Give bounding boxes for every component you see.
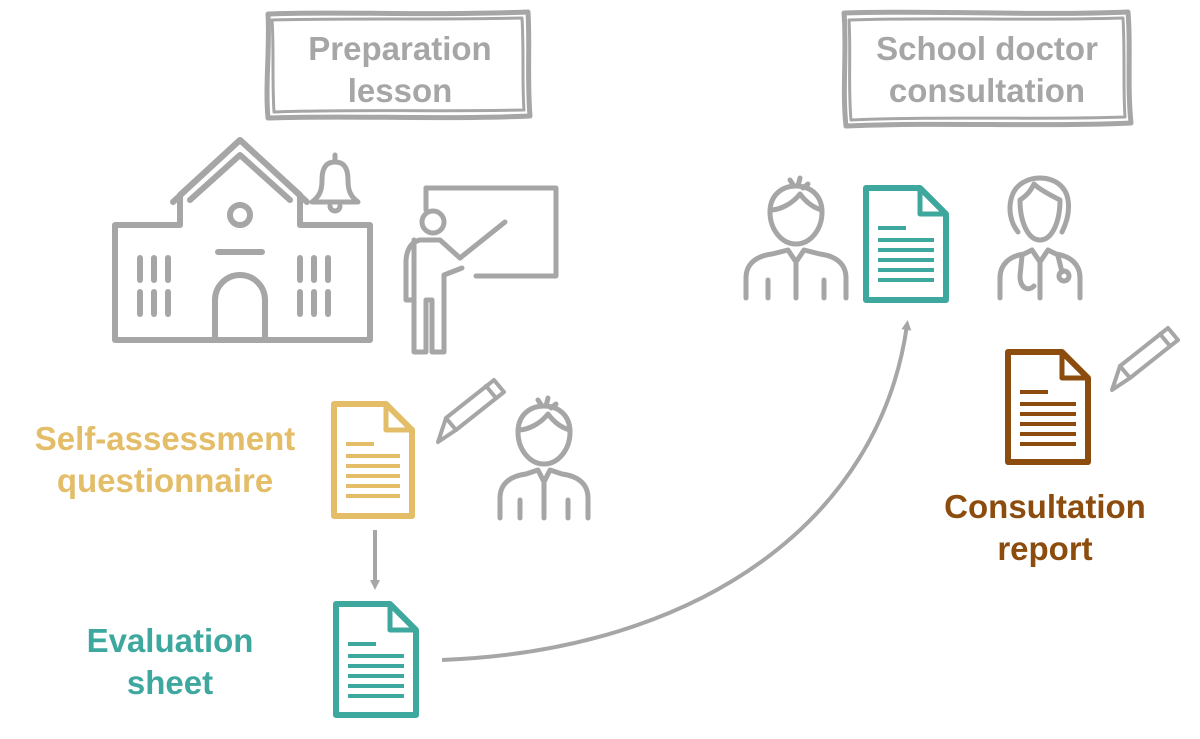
document-icon-report <box>1005 349 1091 465</box>
evaluation-sheet-label: Evaluation sheet <box>60 620 280 704</box>
report-line1: Consultation <box>944 488 1146 525</box>
report-line2: report <box>997 530 1093 567</box>
pencil-icon-report <box>1110 326 1180 392</box>
consultation-box <box>841 9 1134 129</box>
self-assessment-line2: questionnaire <box>56 462 274 499</box>
doctor-icon <box>997 175 1083 301</box>
preparation-box <box>264 9 533 121</box>
document-icon-self-assessment <box>331 401 415 519</box>
evaluation-line2: sheet <box>126 664 214 701</box>
document-icon-evaluation <box>333 601 419 718</box>
self-assessment-questionnaire-label: Self-assessment questionnaire <box>15 418 315 502</box>
self-assessment-line1: Self-assessment <box>34 420 296 457</box>
document-icon-consultation <box>863 185 949 303</box>
preparation-lesson-label: Preparation lesson <box>280 28 520 112</box>
teacher-at-board-icon <box>403 185 559 355</box>
school-building-icon <box>112 137 373 343</box>
evaluation-line1: Evaluation <box>86 622 254 659</box>
preparation-line1: Preparation <box>308 30 492 67</box>
consultation-report-label: Consultation report <box>920 486 1170 570</box>
arrow-evaluation-to-consultation <box>441 320 912 662</box>
student-icon-self-assessment <box>497 395 591 521</box>
consultation-line1: School doctor <box>876 30 1098 67</box>
school-doctor-consultation-label: School doctor consultation <box>852 28 1122 112</box>
student-icon-consultation <box>743 175 849 301</box>
bell-icon <box>309 152 361 214</box>
consultation-line2: consultation <box>888 72 1086 109</box>
preparation-line2: lesson <box>347 72 453 109</box>
pencil-icon-self-assessment <box>436 378 506 444</box>
